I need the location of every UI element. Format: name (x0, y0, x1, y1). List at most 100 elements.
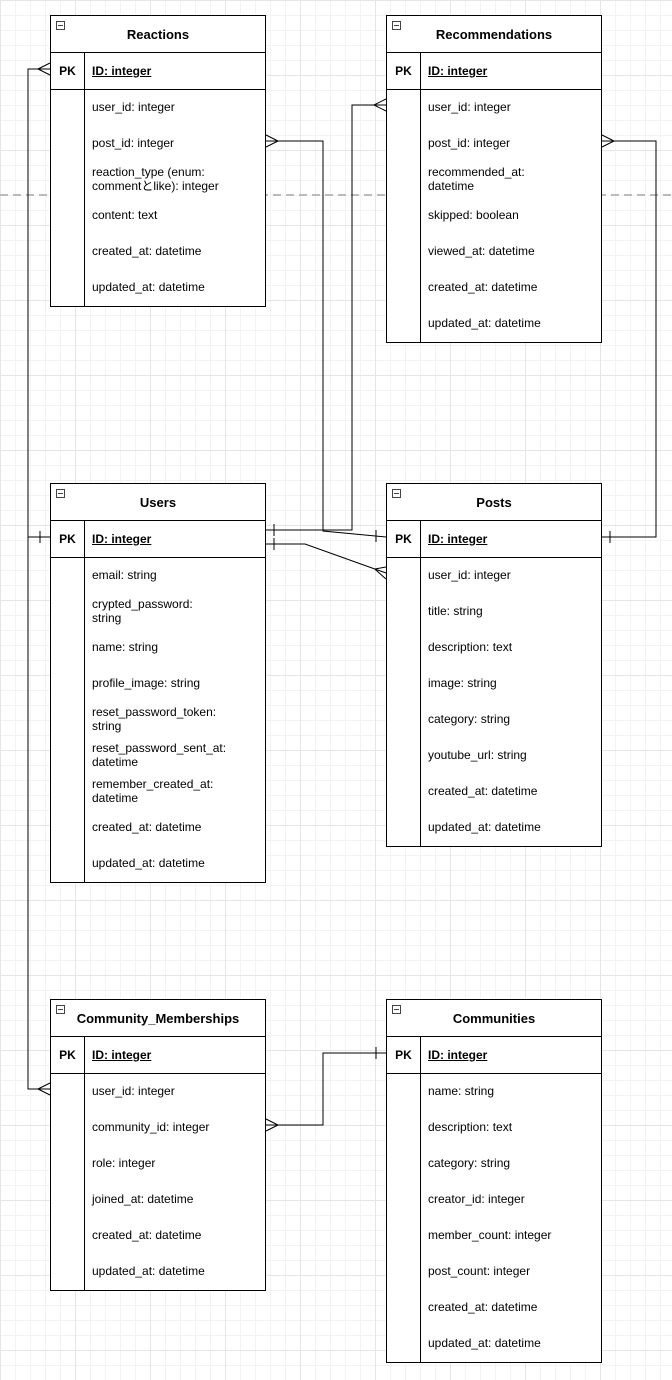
edge-users-posts[interactable] (266, 538, 387, 580)
entity-reactions[interactable]: Reactions PK ID: integer user_id: intege… (50, 15, 266, 307)
table-row-pk[interactable]: PK ID: integer (387, 521, 601, 558)
edge-communities-community-memberships[interactable] (265, 1047, 386, 1132)
table-row[interactable]: viewed_at: datetime (420, 234, 601, 270)
table-row[interactable]: profile_image: string (84, 666, 265, 702)
table-row[interactable]: name: string (84, 630, 265, 666)
table-row-pk[interactable]: PK ID: integer (51, 53, 265, 90)
table-row[interactable]: role: integer (84, 1146, 265, 1182)
entity-header: Community_Memberships (51, 1000, 265, 1037)
table-row[interactable]: created_at: datetime (84, 234, 265, 270)
field-label: created_at: datetime (92, 1228, 202, 1243)
table-row-pk[interactable]: PK ID: integer (51, 1037, 265, 1074)
field-label: viewed_at: datetime (428, 244, 535, 259)
entity-community-memberships[interactable]: Community_Memberships PK ID: integer use… (50, 999, 266, 1291)
collapse-icon[interactable] (392, 21, 401, 30)
table-row[interactable]: updated_at: datetime (84, 270, 265, 306)
table-row[interactable]: recommended_at: datetime (420, 162, 601, 198)
table-row[interactable]: created_at: datetime (420, 774, 601, 810)
table-row[interactable]: name: string (420, 1074, 601, 1110)
table-row[interactable]: category: string (420, 1146, 601, 1182)
entity-body: PK ID: integer user_id: integer community… (51, 1037, 265, 1290)
field-label: user_id: integer (428, 100, 511, 115)
pk-label: PK (59, 64, 76, 78)
table-row[interactable]: category: string (420, 702, 601, 738)
field-label: updated_at: datetime (92, 856, 205, 871)
table-row[interactable]: youtube_url: string (420, 738, 601, 774)
table-row[interactable]: crypted_password: string (84, 594, 265, 630)
edge-posts-recommendations[interactable] (601, 134, 657, 543)
table-row[interactable]: description: text (420, 1110, 601, 1146)
pk-field: ID: integer (92, 1048, 152, 1062)
table-row[interactable]: updated_at: datetime (420, 306, 601, 342)
table-row[interactable]: updated_at: datetime (420, 1326, 601, 1362)
table-row[interactable]: updated_at: datetime (84, 1254, 265, 1290)
field-label: image: string (428, 676, 497, 691)
collapse-icon[interactable] (392, 489, 401, 498)
table-row-pk[interactable]: PK ID: integer (387, 53, 601, 90)
pk-field: ID: integer (428, 64, 488, 78)
edge-users-reactions[interactable] (27, 62, 51, 543)
entity-header: Users (51, 484, 265, 521)
field-label: reset_password_token: string (92, 705, 217, 733)
table-row[interactable]: post_count: integer (420, 1254, 601, 1290)
pk-field: ID: integer (92, 64, 152, 78)
entity-title: Posts (476, 494, 512, 510)
field-label: reset_password_sent_at: datetime (92, 741, 227, 769)
table-row-pk[interactable]: PK ID: integer (387, 1037, 601, 1074)
table-row[interactable]: created_at: datetime (420, 270, 601, 306)
entity-recommendations[interactable]: Recommendations PK ID: integer user_id: … (386, 15, 602, 343)
field-label: profile_image: string (92, 676, 201, 691)
table-row[interactable]: reset_password_token: string (84, 702, 265, 738)
table-row[interactable]: description: text (420, 630, 601, 666)
table-row[interactable]: joined_at: datetime (84, 1182, 265, 1218)
entity-title: Communities (452, 1010, 536, 1026)
table-row[interactable]: user_id: integer (420, 558, 601, 594)
entity-body: PK ID: integer user_id: integer post_id: … (387, 53, 601, 342)
table-row[interactable]: image: string (420, 666, 601, 702)
field-label: created_at: datetime (428, 1300, 538, 1315)
table-row[interactable]: member_count: integer (420, 1218, 601, 1254)
collapse-icon[interactable] (56, 489, 65, 498)
crows-foot-many-icon (37, 62, 51, 76)
table-row[interactable]: created_at: datetime (84, 1218, 265, 1254)
table-row[interactable]: updated_at: datetime (420, 810, 601, 846)
field-label: youtube_url: string (428, 748, 527, 763)
table-row[interactable]: created_at: datetime (84, 810, 265, 846)
table-row[interactable]: community_id: integer (84, 1110, 265, 1146)
table-row[interactable]: skipped: boolean (420, 198, 601, 234)
table-row[interactable]: updated_at: datetime (84, 846, 265, 882)
collapse-icon[interactable] (56, 21, 65, 30)
collapse-icon[interactable] (56, 1005, 65, 1014)
table-row[interactable]: post_id: integer (420, 126, 601, 162)
collapse-icon[interactable] (392, 1005, 401, 1014)
edge-users-community-memberships[interactable] (27, 531, 51, 1096)
table-row[interactable]: reaction_type (enum: commentとlike): inte… (84, 162, 265, 198)
table-row[interactable]: remember_created_at: datetime (84, 774, 265, 810)
edge-users-recommendations[interactable] (266, 98, 387, 536)
entity-title: Community_Memberships (76, 1010, 240, 1026)
field-label: recommended_at: datetime (428, 165, 525, 193)
table-row[interactable]: user_id: integer (84, 90, 265, 126)
table-row-pk[interactable]: PK ID: integer (51, 521, 265, 558)
field-label: description: text (428, 640, 513, 655)
field-label: community_id: integer (92, 1120, 210, 1135)
table-row[interactable]: creator_id: integer (420, 1182, 601, 1218)
edge-posts-reactions[interactable] (265, 134, 387, 542)
table-row[interactable]: user_id: integer (420, 90, 601, 126)
table-row[interactable]: reset_password_sent_at: datetime (84, 738, 265, 774)
table-row[interactable]: content: text (84, 198, 265, 234)
table-row[interactable]: email: string (84, 558, 265, 594)
field-label: created_at: datetime (92, 820, 202, 835)
table-row[interactable]: created_at: datetime (420, 1290, 601, 1326)
table-row[interactable]: post_id: integer (84, 126, 265, 162)
table-row[interactable]: user_id: integer (84, 1074, 265, 1110)
field-label: skipped: boolean (428, 208, 519, 223)
table-row[interactable]: title: string (420, 594, 601, 630)
